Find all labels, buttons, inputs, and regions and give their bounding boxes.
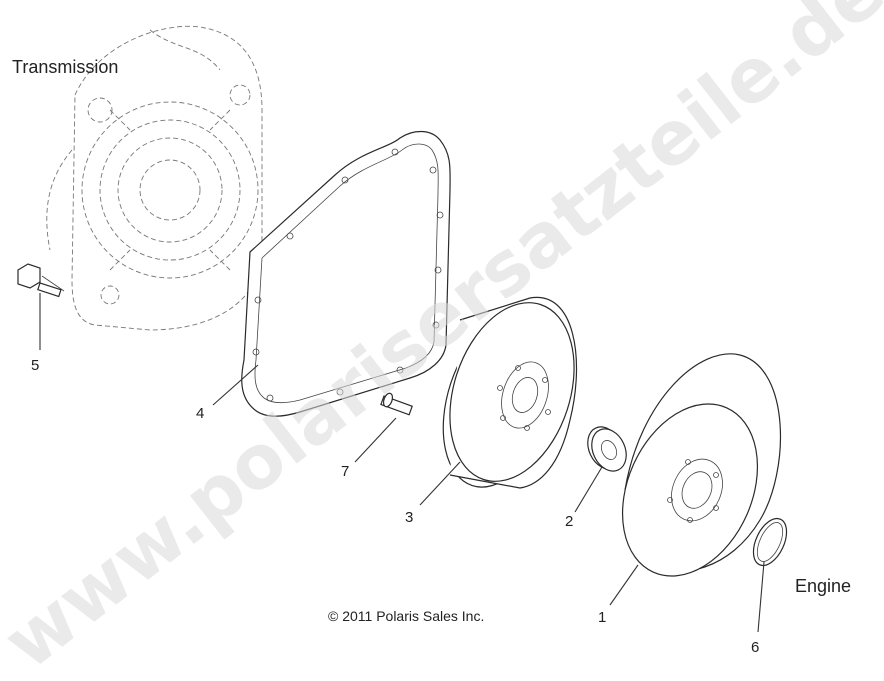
- callout-1: 1: [598, 609, 606, 626]
- callout-2: 2: [565, 513, 573, 530]
- callout-4: 4: [196, 405, 204, 422]
- callout-6: 6: [751, 639, 759, 656]
- stud-part-7: [380, 392, 413, 416]
- nut-part-2: [587, 426, 627, 472]
- copyright-text: © 2011 Polaris Sales Inc.: [328, 608, 484, 624]
- driven-disc-part-1: [621, 353, 781, 577]
- bolt-part-5: [17, 263, 65, 298]
- transmission-housing: [46, 25, 263, 331]
- leader-lines: [39, 293, 765, 633]
- drive-disc-part-3: [442, 296, 578, 489]
- engine-label: Engine: [795, 576, 851, 596]
- ring-part-6: [752, 517, 788, 567]
- gasket-part-4: [241, 130, 451, 417]
- callout-5: 5: [31, 357, 39, 374]
- callout-3: 3: [405, 509, 413, 526]
- transmission-label: Transmission: [12, 57, 118, 77]
- callout-7: 7: [341, 463, 349, 480]
